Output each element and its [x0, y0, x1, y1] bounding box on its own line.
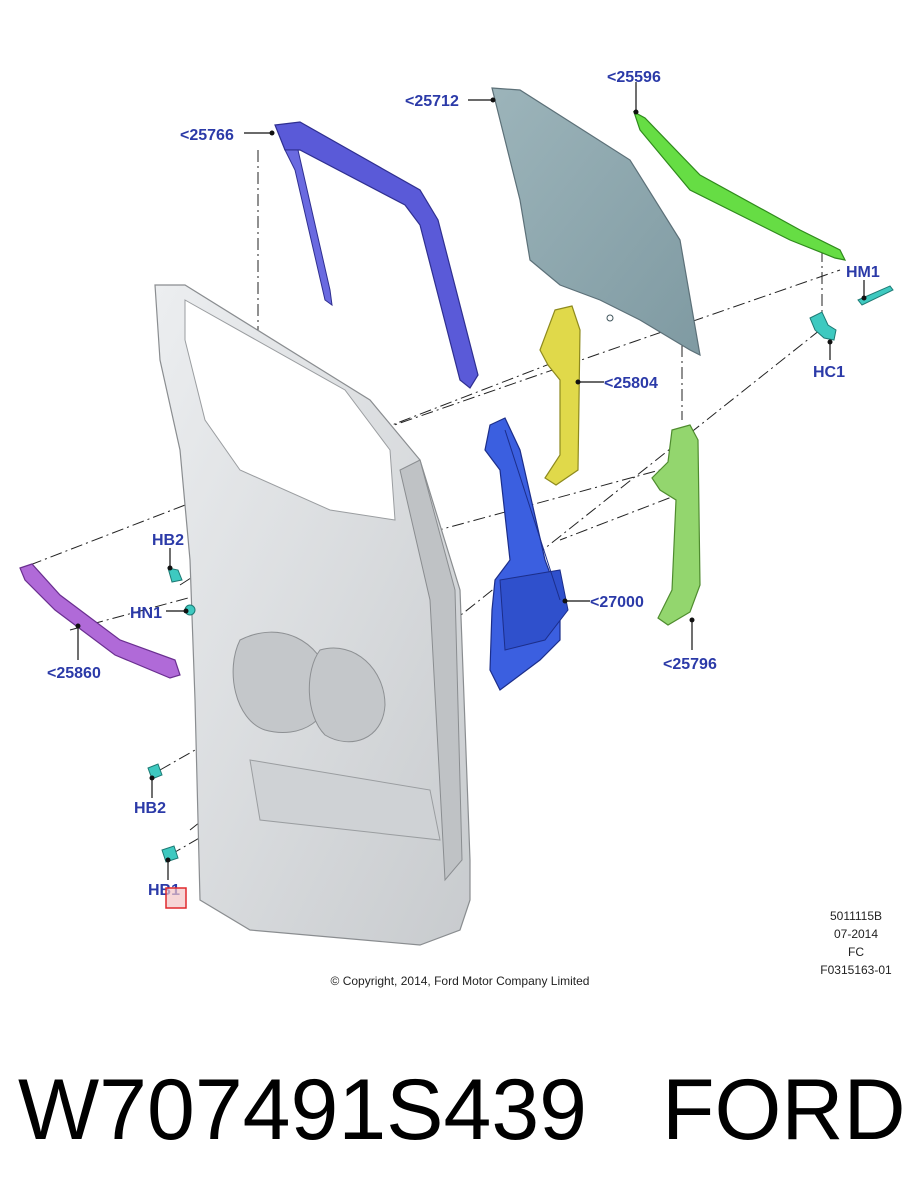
callout-hb2-upper: HB2 [152, 532, 184, 549]
glass-run-rear-25596 [632, 110, 847, 261]
part-number: W707491S439 [18, 1062, 587, 1158]
callout-hc1: HC1 [813, 364, 845, 381]
copyright-notice: © Copyright, 2014, Ford Motor Company Li… [331, 974, 590, 988]
callout-25596: <25596 [607, 69, 661, 86]
window-regulator-27000 [484, 417, 569, 691]
callout-27000: <27000 [590, 594, 644, 611]
bracket-25804 [539, 305, 581, 486]
hc1-clip [809, 311, 837, 341]
clip-hb2-upper [167, 567, 183, 583]
highlight-marker [165, 887, 187, 909]
reference-fc: FC [848, 945, 864, 959]
glass-run-channel-25766 [274, 121, 479, 389]
callout-hn1: HN1 [130, 605, 162, 622]
callout-hb2-lower: HB2 [134, 800, 166, 817]
callout-25860: <25860 [47, 665, 101, 682]
callout-25712: <25712 [405, 93, 459, 110]
reference-figure-id: F0315163-01 [820, 963, 892, 977]
reference-code: 5011115B [830, 909, 882, 923]
belt-seal-25860 [19, 563, 181, 679]
callout-25766: <25766 [180, 127, 234, 144]
clip-hb2-lower [147, 763, 163, 780]
part-caption: W707491S439 FORD [0, 1045, 920, 1175]
reference-date: 07-2014 [834, 927, 878, 941]
callout-25796: <25796 [663, 656, 717, 673]
callout-leaders [75, 82, 867, 880]
guide-25796 [651, 424, 701, 626]
callout-hm1: HM1 [846, 264, 880, 281]
exploded-door-diagram: <25766 <25712 <25596 HM1 HC1 <25804 <270… [19, 69, 894, 988]
hm1-screw [857, 285, 894, 306]
clip-hb1 [161, 845, 179, 863]
brand-name: FORD [662, 1062, 906, 1158]
callout-25804: <25804 [604, 375, 658, 392]
door-glass-25712 [491, 87, 701, 357]
door-inner-panel [154, 284, 471, 946]
